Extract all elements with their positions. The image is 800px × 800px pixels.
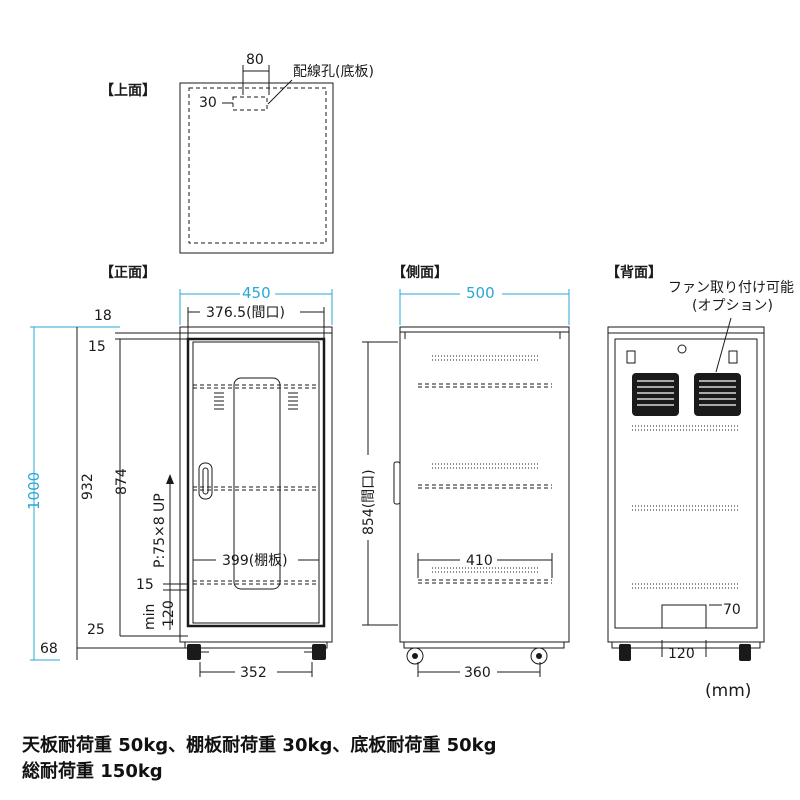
dim-15-low: 15 — [136, 577, 154, 593]
back-view — [607, 317, 765, 661]
top-view — [179, 65, 334, 254]
top-view-title: 【上面】 — [100, 83, 156, 99]
dim-932: 932 — [80, 473, 96, 500]
cable-hole-label: 配線孔(底板) — [293, 64, 374, 80]
front-view-title: 【正面】 — [100, 265, 156, 281]
dim-15-top: 15 — [88, 339, 106, 355]
dim-874: 874 — [114, 468, 130, 495]
dim-352: 352 — [240, 665, 267, 681]
dim-30: 30 — [199, 95, 217, 111]
pitch-label: P:75×8 UP — [152, 493, 168, 568]
shelf-width: 399(棚板) — [222, 553, 288, 569]
dim-1000: 1000 — [25, 472, 43, 510]
dim-70: 70 — [723, 602, 741, 618]
unit-label: (mm) — [705, 681, 751, 701]
dim-360: 360 — [464, 665, 491, 681]
dim-854: 854(間口) — [361, 469, 377, 535]
dim-450: 450 — [242, 284, 271, 302]
dim-410: 410 — [466, 553, 493, 569]
dim-25: 25 — [87, 622, 105, 638]
side-view-title: 【側面】 — [392, 264, 448, 281]
load-capacity-line-1: 天板耐荷重 50kg、棚板耐荷重 30kg、底板耐荷重 50kg — [22, 734, 497, 756]
dim-68: 68 — [40, 641, 58, 657]
min-label: min — [142, 604, 158, 630]
cable-hole — [232, 96, 268, 111]
fan-label-1: ファン取り付け可能 — [668, 280, 794, 296]
dim-376-5: 376.5(間口) — [206, 305, 285, 321]
front-view — [30, 289, 333, 677]
dim-120: 120 — [668, 646, 695, 662]
fan-label-2: (オプション) — [692, 298, 773, 314]
load-capacity-line-2: 総耐荷重 150kg — [22, 760, 163, 782]
dim-min-120: 120 — [161, 600, 177, 627]
dim-18: 18 — [94, 308, 112, 324]
dim-80: 80 — [246, 52, 264, 68]
back-view-title: 【背面】 — [606, 264, 662, 281]
dim-500: 500 — [466, 284, 495, 302]
side-view — [362, 289, 570, 677]
